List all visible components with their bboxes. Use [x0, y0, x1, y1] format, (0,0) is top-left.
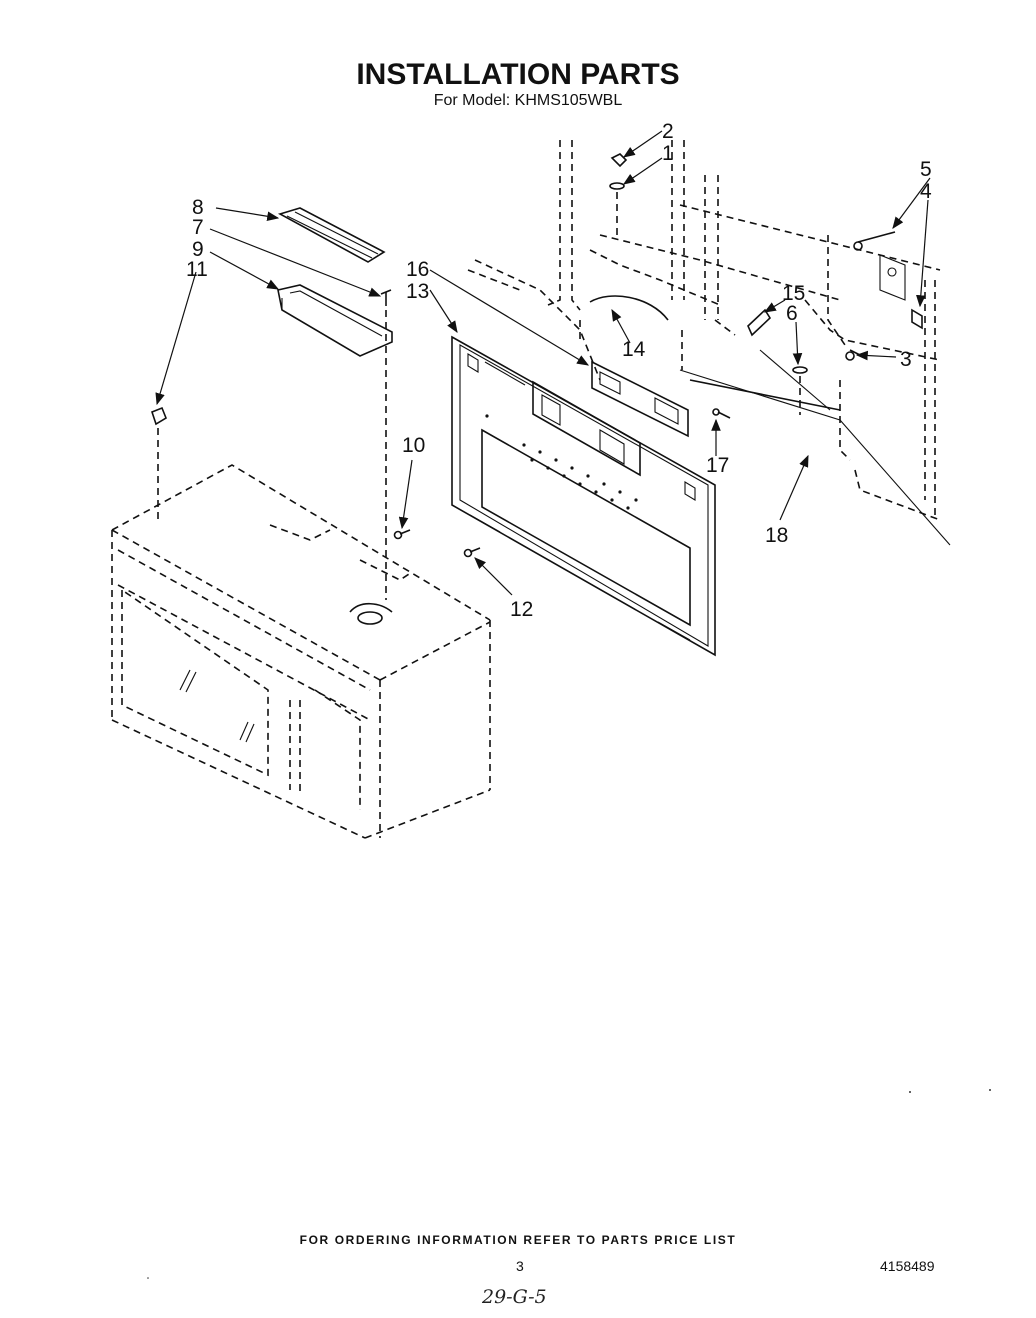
ordering-note: FOR ORDERING INFORMATION REFER TO PARTS … [299, 1233, 737, 1247]
damper-assembly [277, 284, 393, 357]
callout-4: 4 [920, 180, 932, 203]
callout-labels: 2 1 5 4 8 7 9 11 16 13 15 6 14 3 10 17 1… [186, 120, 932, 621]
callout-6: 6 [786, 302, 798, 325]
page-number: 3 [516, 1258, 524, 1274]
callout-14: 14 [622, 338, 646, 361]
callout-9: 9 [192, 238, 204, 261]
callout-8: 8 [192, 196, 204, 219]
callout-11: 11 [186, 258, 208, 281]
callout-1: 1 [662, 142, 674, 165]
callout-16: 16 [406, 258, 429, 281]
fasteners [151, 153, 923, 600]
vent-bracket [591, 360, 689, 438]
callout-7: 7 [192, 216, 204, 239]
scan-specks [147, 1089, 991, 1279]
document-number: 4158489 [880, 1258, 935, 1274]
model-subtitle: For Model: KHMS105WBL [433, 92, 623, 109]
mounting-plate [451, 335, 716, 657]
wall-cabinet-outline [467, 140, 951, 546]
handwritten-note: 29-G-5 [482, 1286, 547, 1308]
callout-15: 15 [782, 282, 805, 305]
microwave-oven-outline [111, 464, 491, 839]
callout-13: 13 [406, 280, 429, 303]
callout-10: 10 [402, 434, 425, 457]
callout-5: 5 [920, 158, 932, 181]
callout-18: 18 [765, 524, 788, 547]
callout-2: 2 [662, 120, 674, 143]
damper-part [277, 207, 386, 263]
callout-3: 3 [900, 348, 912, 371]
callout-17: 17 [706, 454, 729, 477]
page-title: INSTALLATION PARTS [356, 58, 680, 91]
leader-lines [155, 130, 931, 596]
callout-12: 12 [510, 598, 533, 621]
